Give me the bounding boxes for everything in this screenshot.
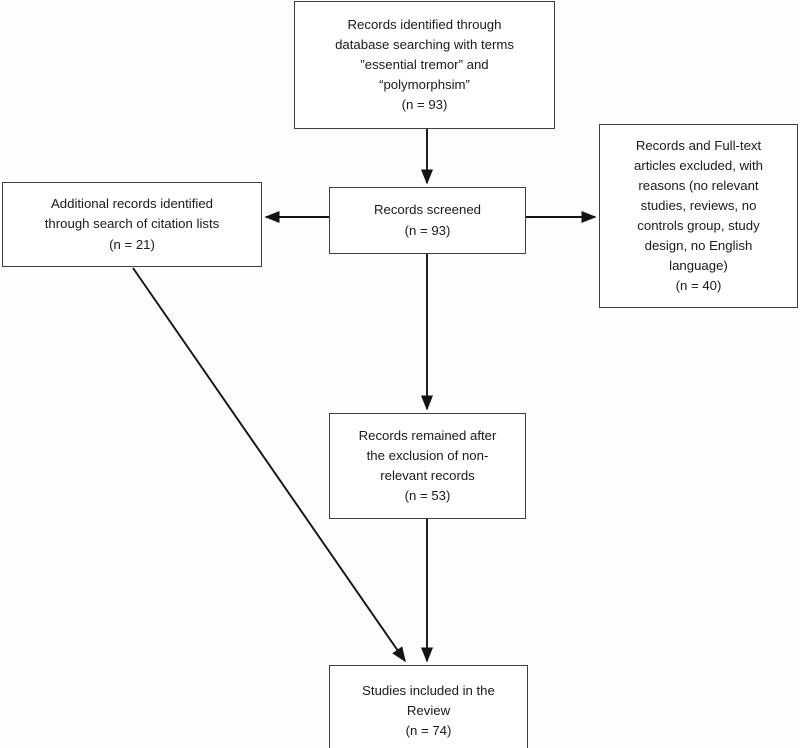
records-remained-box: Records remained after the exclusion of … [329, 413, 526, 519]
additional-records-text: Additional records identified through se… [44, 196, 220, 252]
studies-included-box: Studies included in the Review (n = 74) [329, 665, 528, 748]
records-remained-text: Records remained after the exclusion of … [358, 427, 497, 504]
additional-records-box: Additional records identified through se… [2, 182, 262, 267]
records-excluded-text: Records and Full-text articles excluded,… [633, 137, 763, 294]
records-identified-text: Records identified through database sear… [335, 16, 514, 113]
records-excluded-box: Records and Full-text articles excluded,… [599, 124, 798, 308]
records-identified-box: Records identified through database sear… [294, 1, 555, 129]
studies-included-text: Studies included in the Review (n = 74) [362, 682, 495, 739]
records-screened-box: Records screened (n = 93) [329, 187, 526, 254]
records-screened-text: Records screened (n = 93) [373, 202, 482, 238]
